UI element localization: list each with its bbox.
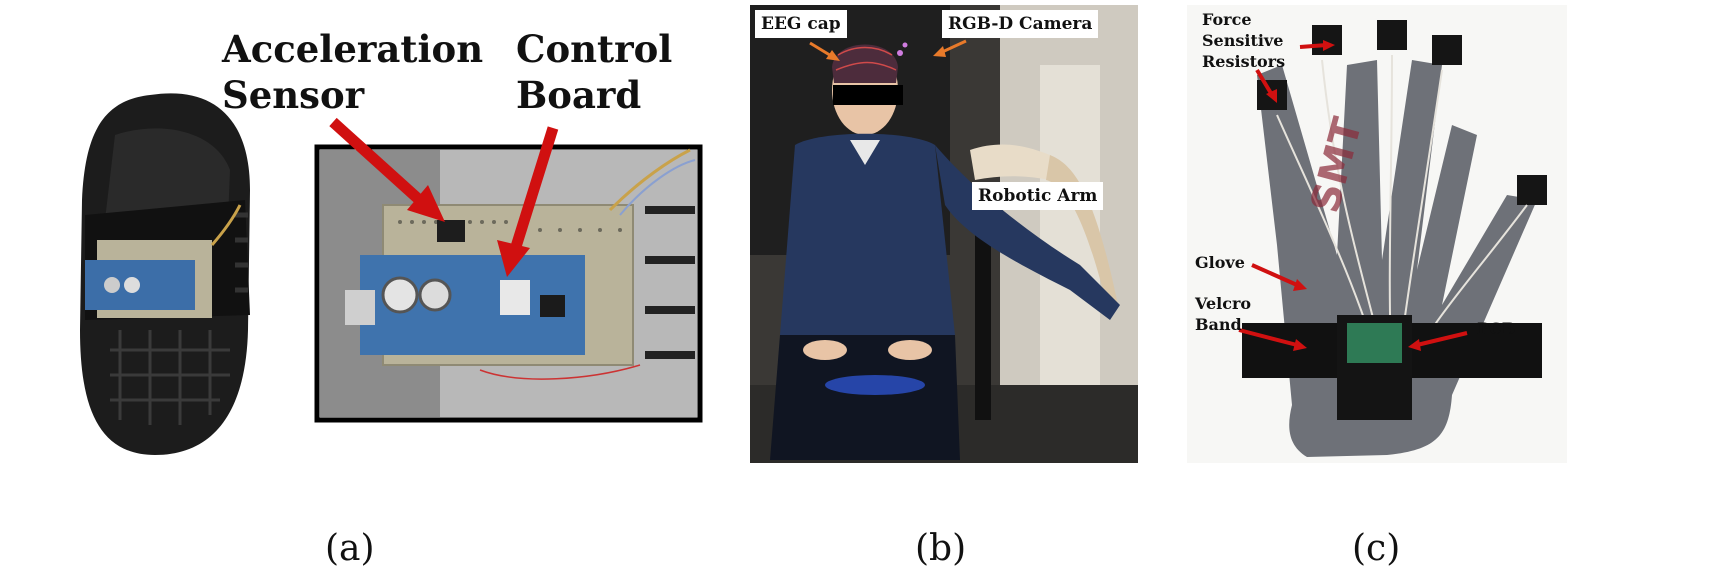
tag-robotic-arm: Robotic Arm <box>972 182 1104 210</box>
panel-b: EEG cap RGB-D Camera Robotic Arm <box>750 5 1138 463</box>
caption-a: (a) <box>325 528 375 569</box>
tag-rgbd-camera: RGB-D Camera <box>942 10 1099 38</box>
arrow-pcb <box>1416 331 1468 347</box>
face-censor-bar <box>833 85 903 105</box>
label-glove: Glove <box>1195 253 1245 272</box>
glove-photo: SMT <box>1187 5 1567 463</box>
arrow-fsr-1 <box>1299 43 1328 49</box>
arrow-fsr-2 <box>1255 68 1274 97</box>
label-pcb: PCB <box>1477 319 1516 338</box>
caption-b: (b) <box>915 528 967 569</box>
arrow-glove <box>1251 263 1298 287</box>
arrow-control <box>509 126 559 252</box>
arrow-accel <box>329 117 429 210</box>
sandal-photo <box>80 93 703 455</box>
caption-c: (c) <box>1352 528 1401 569</box>
tag-eeg-cap: EEG cap <box>755 10 847 38</box>
bci-setup-photo <box>750 5 1138 463</box>
arrow-velcro <box>1238 328 1298 347</box>
